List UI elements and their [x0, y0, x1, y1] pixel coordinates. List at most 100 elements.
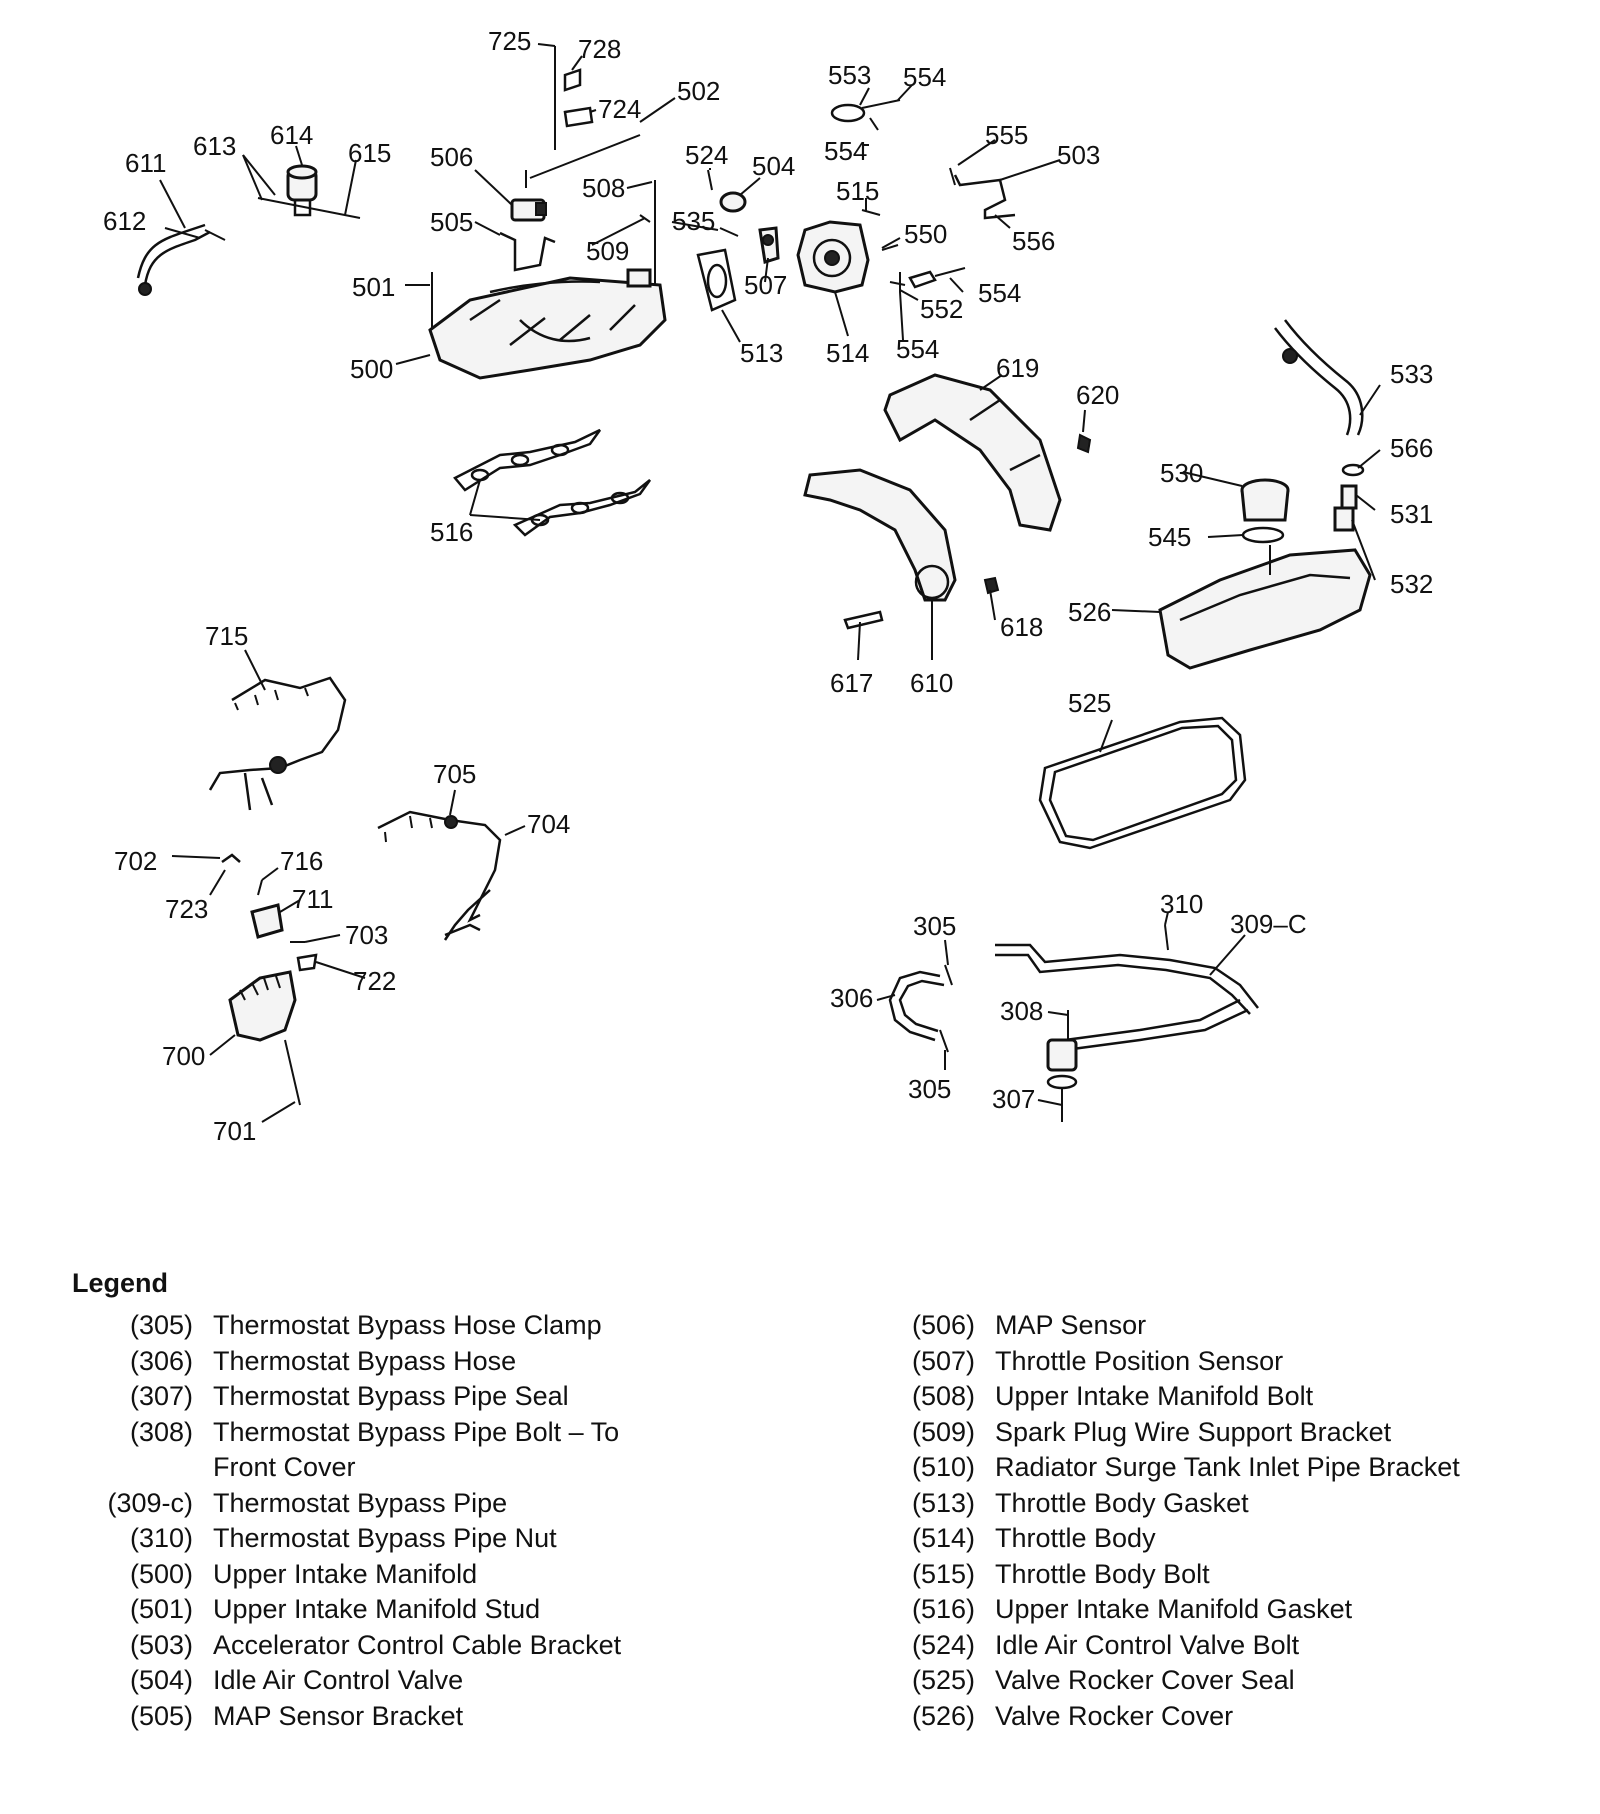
callout: 554: [903, 62, 946, 92]
callout: 530: [1160, 458, 1203, 488]
callout: 614: [270, 120, 313, 150]
callout: 552: [920, 294, 963, 324]
legend-description: Throttle Position Sensor: [995, 1345, 1284, 1376]
callout: 555: [985, 120, 1028, 150]
callout: 525: [1068, 688, 1111, 718]
legend-description: MAP Sensor Bracket: [213, 1700, 464, 1731]
legend: Legend (305)Thermostat Bypass Hose Clamp…: [0, 1268, 1600, 1808]
callout: 513: [740, 338, 783, 368]
legend-number: (525): [911, 1665, 975, 1695]
callout: 514: [826, 338, 869, 368]
legend-title: Legend: [72, 1268, 169, 1298]
callout: 535: [672, 206, 715, 236]
legend-row: (305)Thermostat Bypass Hose Clamp: [78, 1308, 778, 1344]
legend-description: Thermostat Bypass Pipe Nut: [213, 1523, 557, 1553]
legend-row: (525)Valve Rocker Cover Seal: [860, 1663, 1560, 1699]
callout: 725: [488, 26, 531, 56]
legend-row: (505)MAP Sensor Bracket: [78, 1699, 778, 1735]
callout: 554: [896, 334, 939, 364]
legend-description: Upper Intake Manifold Stud: [213, 1594, 541, 1624]
legend-row: (510)Radiator Surge Tank Inlet Pipe Brac…: [860, 1450, 1560, 1486]
callout: 533: [1390, 359, 1433, 389]
legend-number: (307): [129, 1381, 193, 1411]
legend-number: (309-c): [107, 1487, 193, 1518]
callout: 705: [433, 759, 476, 789]
legend-row: (501)Upper Intake Manifold Stud: [78, 1592, 778, 1628]
legend-description: Accelerator Control Cable Bracket: [213, 1629, 622, 1660]
callout: 501: [352, 272, 395, 302]
legend-number: (306): [129, 1345, 193, 1376]
legend-number: (506): [911, 1310, 975, 1340]
exploded-parts-diagram: 725 728 724 502 553 554 611 613 614 615 …: [103, 26, 1433, 1146]
callout: 504: [752, 151, 795, 181]
callout: 612: [103, 206, 146, 236]
legend-description: Upper Intake Manifold Bolt: [995, 1381, 1314, 1411]
legend-number: (504): [129, 1665, 193, 1695]
legend-row: (508) Upper Intake Manifold Bolt: [860, 1379, 1560, 1415]
legend-description: Throttle Body Bolt: [995, 1558, 1210, 1589]
callout: 610: [910, 668, 953, 698]
callout: 506: [430, 142, 473, 172]
legend-number: (509): [911, 1416, 975, 1447]
callout: 702: [114, 846, 157, 876]
callout: 553: [828, 60, 871, 90]
legend-description: Thermostat Bypass Hose Clamp: [213, 1310, 602, 1340]
callout: 545: [1148, 522, 1191, 552]
legend-description-line: Thermostat Bypass Pipe Bolt – To: [213, 1416, 620, 1447]
legend-description: MAP Sensor: [995, 1310, 1147, 1340]
callout: 611: [125, 148, 166, 178]
callout: 566: [1390, 433, 1433, 463]
callout: 526: [1068, 597, 1111, 627]
legend-number: (514): [911, 1523, 975, 1553]
callout: 307: [992, 1084, 1035, 1114]
legend-number: (308): [129, 1416, 193, 1447]
legend-row: (306) Thermostat Bypass Hose: [78, 1344, 778, 1380]
callout: 615: [348, 138, 391, 168]
legend-number: (503): [129, 1629, 193, 1660]
legend-row: (504) Idle Air Control Valve: [78, 1663, 778, 1699]
callout: 701: [213, 1116, 256, 1146]
legend-row: (507) Throttle Position Sensor: [860, 1344, 1560, 1380]
callout: 503: [1057, 140, 1100, 170]
legend-row: (309-c) Thermostat Bypass Pipe: [78, 1486, 778, 1522]
legend-number: (507): [911, 1345, 975, 1376]
callout: 554: [824, 136, 867, 166]
callout: 703: [345, 920, 388, 950]
legend-number: (526): [911, 1700, 975, 1731]
legend-description-line: Front Cover: [213, 1452, 356, 1482]
callout: 310: [1160, 889, 1203, 919]
legend-number: (500): [129, 1558, 193, 1589]
legend-number: (513): [911, 1487, 975, 1518]
callout: 700: [162, 1041, 205, 1071]
legend-row: (308) Thermostat Bypass Pipe Bolt – To Fro…: [78, 1415, 778, 1486]
legend-number: (515): [911, 1558, 975, 1589]
legend-row: (515) Throttle Body Bolt: [860, 1557, 1560, 1593]
callout: 704: [527, 809, 570, 839]
legend-row: (513)Throttle Body Gasket: [860, 1486, 1560, 1522]
legend-number: (310): [129, 1523, 193, 1553]
callout: 618: [1000, 612, 1043, 642]
legend-column-left: (305)Thermostat Bypass Hose Clamp (306) T…: [78, 1308, 778, 1734]
callout: 716: [280, 846, 323, 876]
callout: 724: [598, 94, 641, 124]
callout: 309–C: [1230, 909, 1307, 939]
callout-labels: 725 728 724 502 553 554 611 613 614 615 …: [103, 26, 1433, 1146]
legend-row: (516)Upper Intake Manifold Gasket: [860, 1592, 1560, 1628]
legend-description: Radiator Surge Tank Inlet Pipe Bracket: [995, 1452, 1460, 1482]
callout: 516: [430, 517, 473, 547]
legend-number: (508): [911, 1381, 975, 1411]
callout: 508: [582, 173, 625, 203]
legend-row: (514)Throttle Body: [860, 1521, 1560, 1557]
legend-description: Idle Air Control Valve: [213, 1665, 464, 1695]
legend-description: Thermostat Bypass Pipe: [213, 1487, 508, 1518]
legend-description: Thermostat Bypass Pipe Seal: [213, 1381, 569, 1411]
callout: 619: [996, 353, 1039, 383]
callout: 723: [165, 894, 208, 924]
legend-row: (500) Upper Intake Manifold: [78, 1557, 778, 1593]
legend-description: Valve Rocker Cover: [995, 1700, 1234, 1731]
legend-description: Upper Intake Manifold: [213, 1558, 478, 1589]
legend-description: Thermostat Bypass Hose: [213, 1345, 517, 1376]
callout: 556: [1012, 226, 1055, 256]
callout: 515: [836, 176, 879, 206]
callout: 554: [978, 278, 1021, 308]
